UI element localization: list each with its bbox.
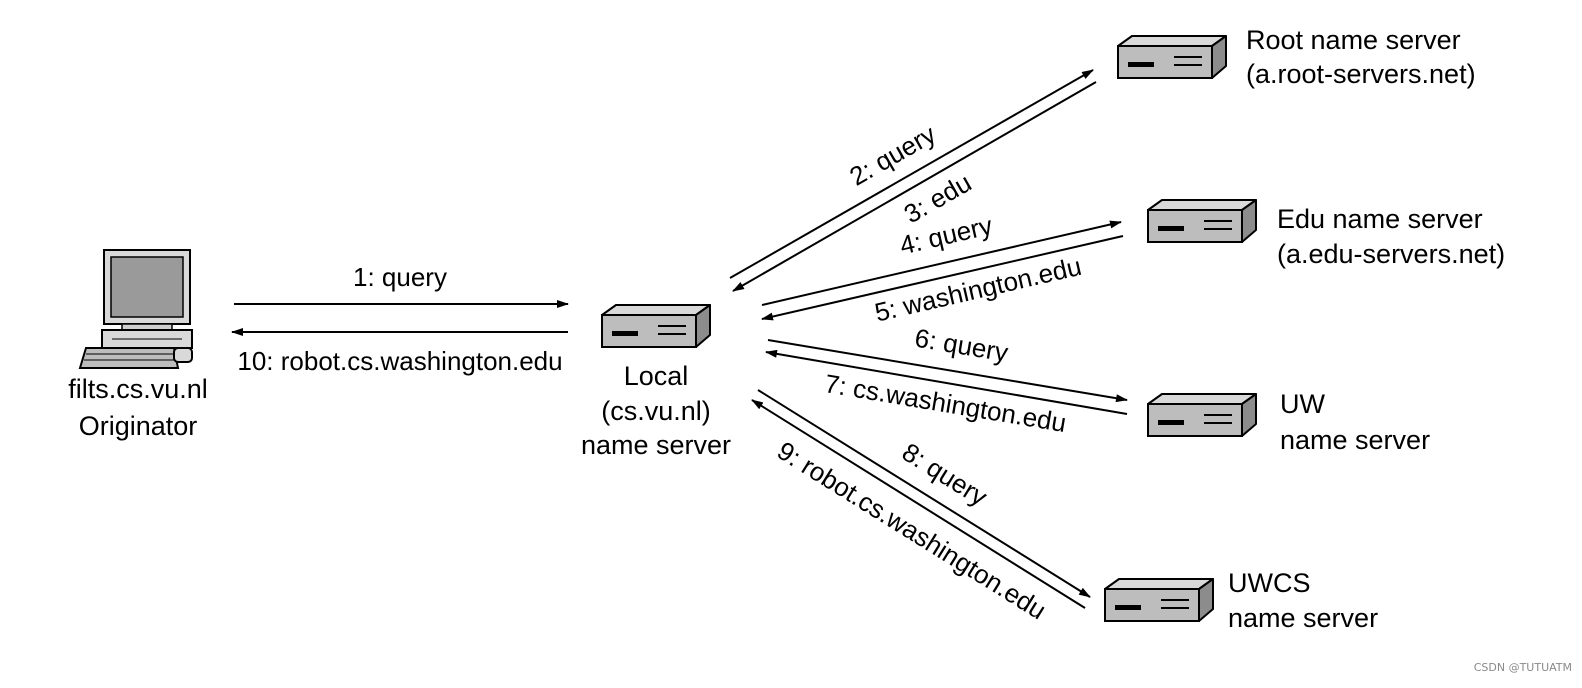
arrow-3-edu: [732, 81, 1097, 292]
arrow-9-robot-answer: [751, 399, 1086, 609]
arrow-7-cs-washington-edu: [765, 349, 1128, 415]
arrow-8-query: [757, 389, 1091, 598]
server-icon: [1147, 199, 1257, 243]
message-10-label: 10: robot.cs.washington.edu: [237, 346, 562, 376]
uw-server-label-line2: name server: [1280, 425, 1430, 455]
arrow-4-query: [761, 220, 1122, 306]
local-server-label-line2: (cs.vu.nl): [601, 396, 711, 426]
originator-hostname: filts.cs.vu.nl: [68, 374, 208, 404]
arrow-2-query: [729, 69, 1094, 279]
edu-server-label-line1: Edu name server: [1277, 204, 1483, 234]
edu-server-label-line2: (a.edu-servers.net): [1277, 239, 1505, 269]
message-5-label: 5: washington.edu: [872, 251, 1084, 328]
message-7-label: 7: cs.washington.edu: [823, 368, 1069, 438]
local-server-label-line3: name server: [581, 430, 731, 460]
originator-role: Originator: [79, 411, 198, 441]
watermark: CSDN @TUTUATM: [1474, 661, 1572, 674]
message-1-label: 1: query: [353, 262, 447, 292]
arrow-6-query: [767, 339, 1128, 403]
uw-server-label-line1: UW: [1280, 389, 1325, 419]
server-icon: [1147, 393, 1257, 437]
message-6-label: 6: query: [913, 323, 1011, 368]
local-server-label-line1: Local: [624, 361, 689, 391]
root-server-label-line2: (a.root-servers.net): [1246, 59, 1476, 89]
server-icon: [601, 304, 711, 348]
message-8-label: 8: query: [897, 437, 993, 512]
server-icon: [1117, 35, 1227, 79]
uwcs-server-label-line1: UWCS: [1228, 568, 1311, 598]
uwcs-server-label-line2: name server: [1228, 603, 1378, 633]
computer-icon: [78, 249, 193, 369]
root-server-label-line1: Root name server: [1246, 25, 1461, 55]
arrow-5-washington-edu: [761, 235, 1124, 321]
server-icon: [1104, 578, 1214, 622]
